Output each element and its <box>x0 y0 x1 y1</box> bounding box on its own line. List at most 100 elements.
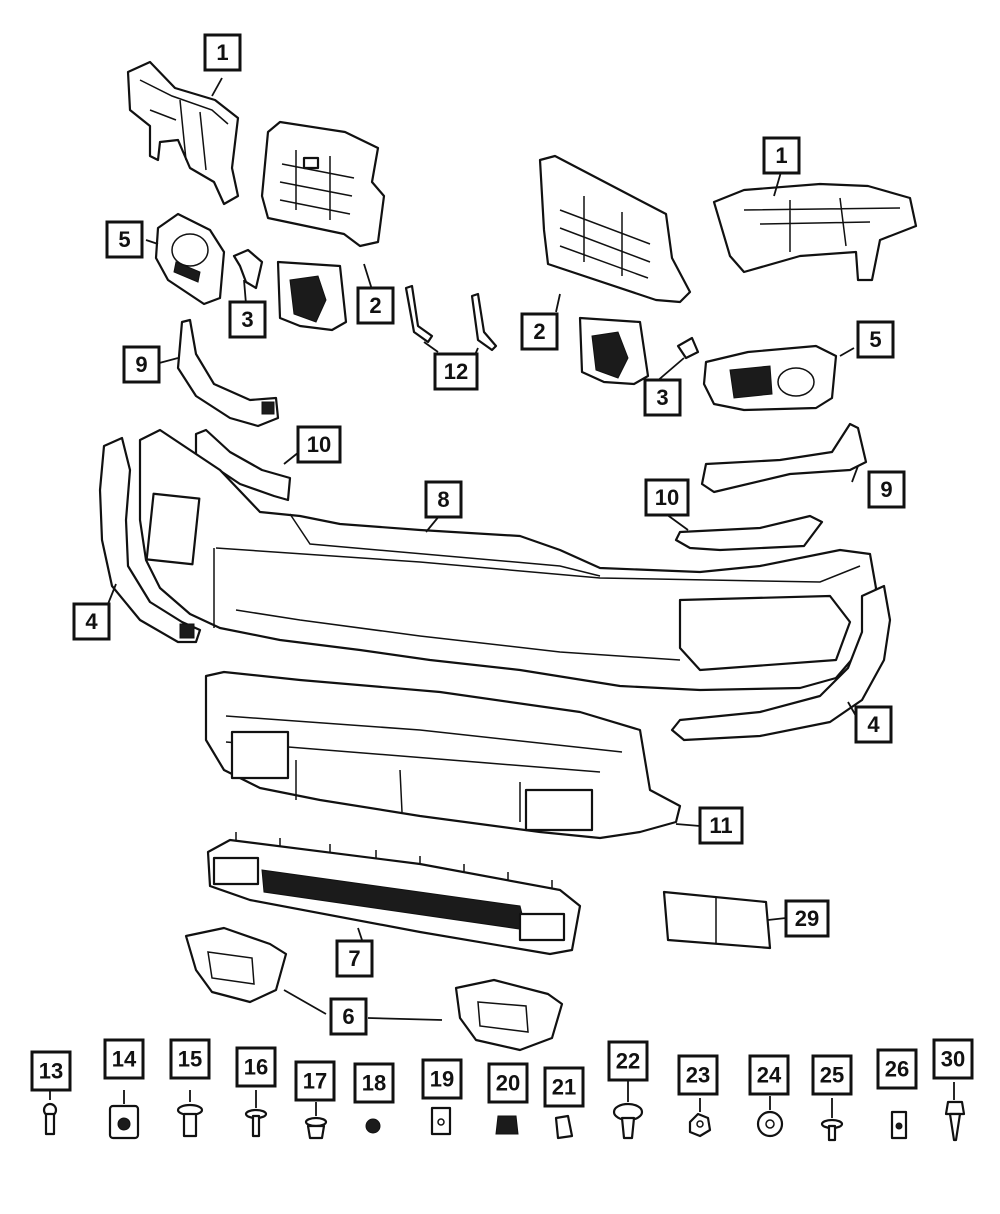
callout-15: 15 <box>169 1038 211 1080</box>
svg-text:21: 21 <box>552 1075 576 1100</box>
mount-bracket-right <box>578 316 650 386</box>
svg-text:3: 3 <box>241 307 253 332</box>
small-bracket-right <box>676 336 700 360</box>
trim-bracket-right <box>674 514 824 552</box>
svg-text:30: 30 <box>941 1047 965 1072</box>
svg-text:4: 4 <box>85 609 98 634</box>
upper-trim-left <box>176 318 280 428</box>
upper-trim-right <box>700 422 868 494</box>
svg-text:29: 29 <box>795 906 819 931</box>
callout-22: 22 <box>607 1040 649 1082</box>
callout-26: 26 <box>876 1048 918 1090</box>
svg-text:2: 2 <box>369 293 381 318</box>
callout-19: 19 <box>421 1058 463 1100</box>
callout-2-left: 2 <box>356 286 395 325</box>
callout-4-right: 4 <box>854 705 893 744</box>
svg-text:22: 22 <box>616 1049 640 1074</box>
air-duct-left <box>184 926 288 1004</box>
callout-9-right: 9 <box>867 470 906 509</box>
callout-9-left: 9 <box>122 345 161 384</box>
callout-5-left: 5 <box>105 220 144 259</box>
fastener-18 <box>365 1118 381 1134</box>
svg-text:14: 14 <box>112 1047 137 1072</box>
svg-text:10: 10 <box>307 432 331 457</box>
frame-bracket-left <box>126 60 240 206</box>
svg-text:15: 15 <box>178 1047 202 1072</box>
svg-text:26: 26 <box>885 1057 909 1082</box>
svg-text:13: 13 <box>39 1059 63 1084</box>
lower-fascia-11 <box>204 670 682 840</box>
leader-lines <box>49 77 955 1118</box>
callout-17: 17 <box>294 1060 336 1102</box>
fastener-21 <box>554 1114 574 1140</box>
callout-3-right: 3 <box>643 378 682 417</box>
callout-25: 25 <box>811 1054 853 1096</box>
svg-text:25: 25 <box>820 1063 844 1088</box>
svg-text:11: 11 <box>709 813 732 838</box>
svg-text:5: 5 <box>869 327 881 352</box>
svg-text:3: 3 <box>656 385 668 410</box>
fastener-20 <box>495 1115 519 1135</box>
svg-text:7: 7 <box>348 946 360 971</box>
callout-18: 18 <box>353 1062 395 1104</box>
callout-16: 16 <box>235 1046 277 1088</box>
fastener-24 <box>756 1110 784 1138</box>
svg-text:19: 19 <box>430 1067 454 1092</box>
bumper-bracket-right <box>538 154 692 304</box>
fog-lamp-bezel-right <box>702 344 838 412</box>
air-duct-right <box>454 978 564 1052</box>
svg-text:4: 4 <box>867 712 880 737</box>
svg-text:8: 8 <box>437 487 449 512</box>
fastener-26 <box>890 1110 908 1140</box>
callout-23: 23 <box>677 1054 719 1096</box>
svg-text:18: 18 <box>362 1071 386 1096</box>
callout-10-left: 10 <box>296 425 342 464</box>
callout-13: 13 <box>30 1050 72 1092</box>
fastener-23 <box>688 1112 712 1138</box>
svg-text:24: 24 <box>757 1063 782 1088</box>
callout-10-right: 10 <box>644 478 690 517</box>
end-cap-left <box>98 436 202 644</box>
svg-text:10: 10 <box>655 485 679 510</box>
end-cap-right <box>670 584 892 742</box>
fastener-13 <box>42 1102 58 1136</box>
svg-text:17: 17 <box>303 1069 327 1094</box>
callout-30: 30 <box>932 1038 974 1080</box>
callout-24: 24 <box>748 1054 790 1096</box>
callout-20: 20 <box>487 1062 529 1104</box>
svg-text:9: 9 <box>135 352 147 377</box>
svg-text:9: 9 <box>880 477 892 502</box>
frame-bracket-right <box>712 182 918 282</box>
svg-text:5: 5 <box>118 227 130 252</box>
callout-14: 14 <box>103 1038 145 1080</box>
callout-2-right: 2 <box>520 312 559 351</box>
callout-4-left: 4 <box>72 602 111 641</box>
svg-text:20: 20 <box>496 1071 520 1096</box>
callout-12: 12 <box>433 352 479 391</box>
callout-5-right: 5 <box>856 320 895 359</box>
lower-grille-7 <box>206 832 582 956</box>
callout-3-left: 3 <box>228 300 267 339</box>
svg-text:6: 6 <box>342 1004 354 1029</box>
mount-bracket-left <box>276 260 348 332</box>
svg-text:16: 16 <box>244 1055 268 1080</box>
callout-7: 7 <box>335 939 374 978</box>
fastener-16 <box>244 1108 268 1138</box>
callout-1-left: 1 <box>203 33 242 72</box>
svg-text:1: 1 <box>775 143 787 168</box>
fastener-19 <box>430 1106 452 1136</box>
small-bracket-left <box>232 248 264 290</box>
fog-lamp-bezel-left <box>154 212 226 306</box>
license-bracket-29 <box>662 890 772 950</box>
svg-text:23: 23 <box>686 1063 710 1088</box>
callout-6: 6 <box>329 997 368 1036</box>
fastener-17 <box>304 1116 328 1140</box>
fastener-22 <box>612 1102 644 1140</box>
svg-text:12: 12 <box>444 359 468 384</box>
callout-8: 8 <box>424 480 463 519</box>
svg-text:2: 2 <box>533 319 545 344</box>
callout-11: 11 <box>698 806 744 845</box>
bumper-bracket-left <box>260 120 386 248</box>
fastener-30 <box>944 1100 966 1142</box>
